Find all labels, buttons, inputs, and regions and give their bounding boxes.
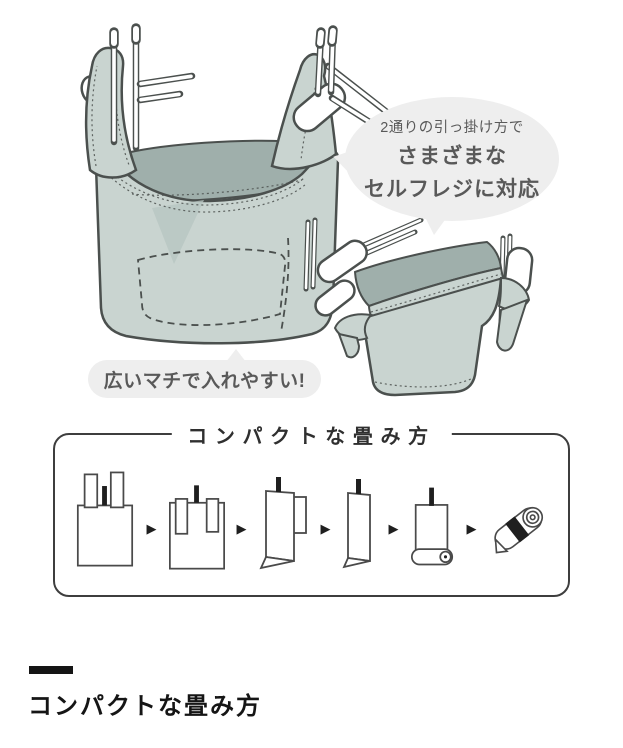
gusset-dashed-outline — [137, 248, 287, 326]
section-heading: コンパクトな畳み方 — [28, 693, 262, 720]
folding-steps-box: コンパクトな畳み方 ▶ ▶ ▶ — [53, 420, 570, 597]
step-arrow-icon: ▶ — [320, 521, 331, 536]
step-6-rolled-bag-icon — [493, 506, 543, 554]
bubble-line-3: セルフレジに対応 — [364, 177, 540, 201]
bubble-tail-bottom — [425, 217, 447, 235]
folding-box-title: コンパクトな畳み方 — [171, 420, 452, 449]
step-4-folded-narrow-icon — [341, 479, 371, 569]
bubble-line-1: 2通りの引っ掛け方で — [380, 119, 524, 136]
section-divider-bar — [29, 666, 73, 674]
bubble-line-2: さまざまな — [397, 144, 507, 168]
main-bag-illustration — [80, 23, 401, 345]
left-flap-droop — [337, 332, 361, 359]
wide-gusset-bubble: 広いマチで入れやすい! — [88, 349, 321, 398]
step-1-unfolded-bag-icon — [76, 471, 133, 567]
bubble-tail-left — [331, 147, 353, 174]
folding-steps-row: ▶ ▶ ▶ ▶ — [55, 469, 568, 571]
right-flap-droop — [495, 298, 529, 352]
rack-rods-right-icon — [314, 25, 401, 134]
small-bag-illustration — [303, 217, 534, 397]
step-2-handles-folded-icon — [168, 485, 225, 570]
bag-shade — [152, 200, 204, 264]
step-arrow-icon: ▶ — [466, 521, 477, 536]
step-arrow-icon: ▶ — [236, 521, 247, 536]
step-3-folded-half-icon — [258, 477, 307, 570]
gusset-bubble-text: 広いマチで入れやすい! — [103, 370, 306, 392]
step-arrow-icon: ▶ — [146, 521, 157, 536]
bubble-tail-up — [226, 349, 246, 362]
step-arrow-icon: ▶ — [388, 521, 399, 536]
step-5-rolling-icon — [410, 487, 453, 566]
rack-rods-left-icon — [109, 23, 196, 152]
hanging-methods-bubble: 2通りの引っ掛け方で さまざまな セルフレジに対応 — [331, 97, 559, 235]
open-bag-rim — [367, 266, 505, 318]
